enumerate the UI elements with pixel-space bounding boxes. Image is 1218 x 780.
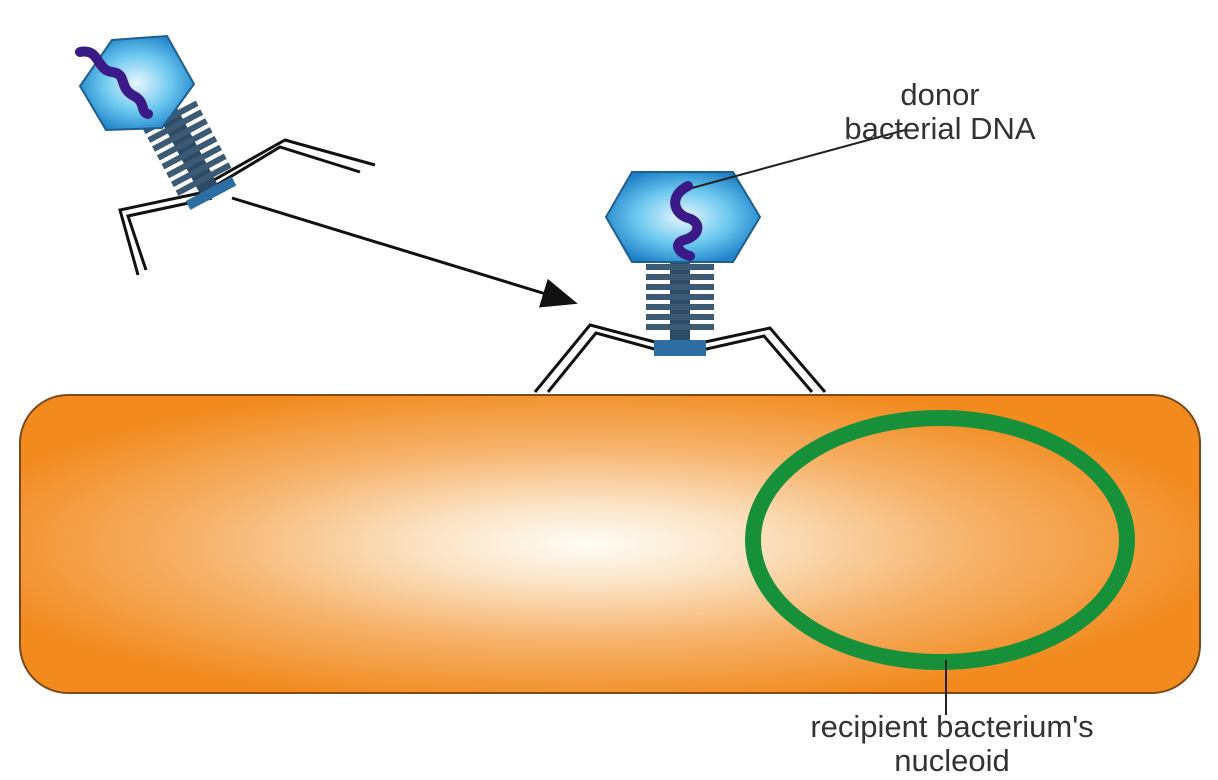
phage-left [80,36,375,275]
phage-attached [535,172,825,392]
donor-dna-label: donor bacterial DNA [820,78,1060,146]
nucleoid-label-line2: nucleoid [722,744,1182,778]
donor-label-line1: donor [820,78,1060,112]
donor-label-line2: bacterial DNA [820,112,1060,146]
nucleoid-label-line1: recipient bacterium's [722,710,1182,744]
phage-attached-tail [646,258,714,356]
phage-left-legs [120,140,375,275]
nucleoid-label: recipient bacterium's nucleoid [722,710,1182,778]
transfer-arrow [232,198,572,302]
